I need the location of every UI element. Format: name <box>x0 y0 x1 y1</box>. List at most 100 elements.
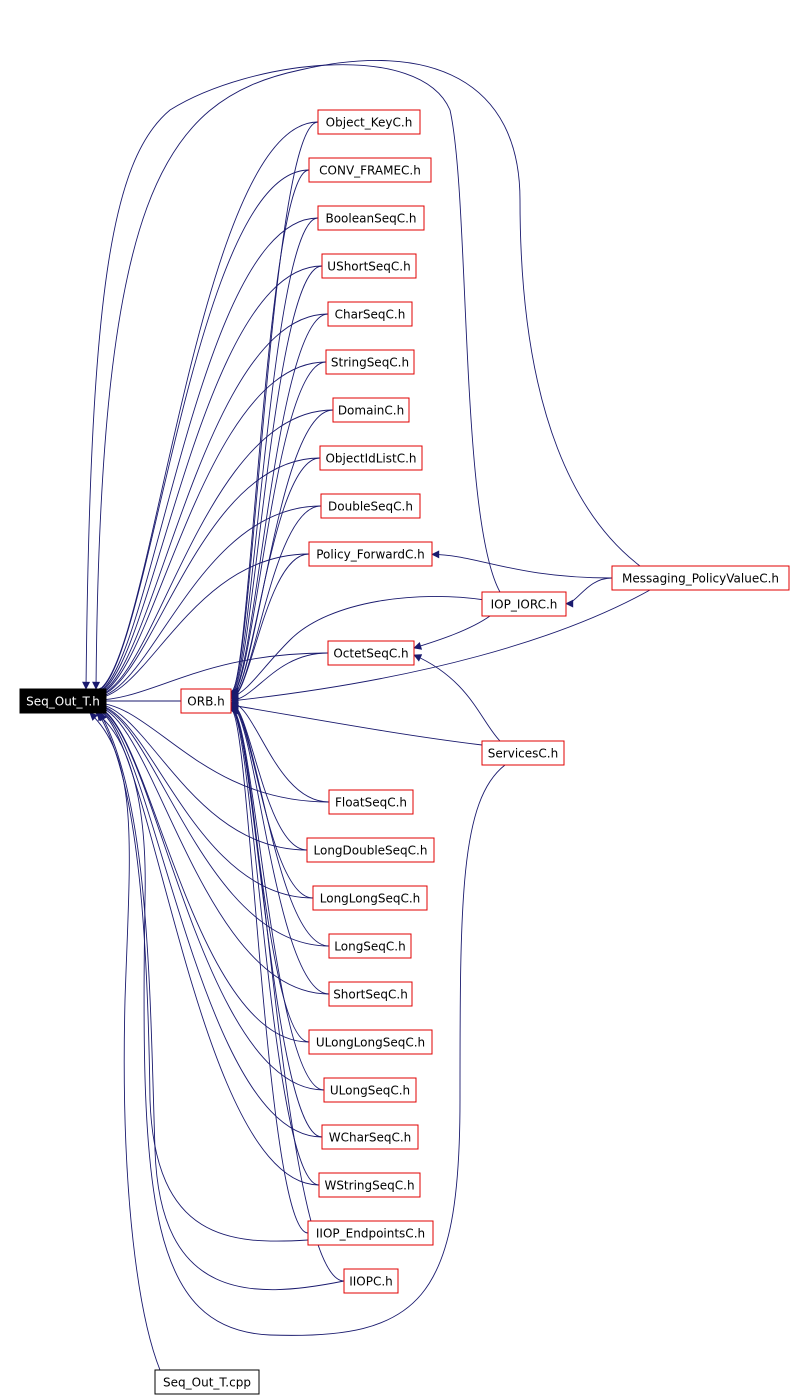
edge-messaging_policyvaluec_h-to-iop_iorc_h <box>565 577 613 608</box>
edge-wcharseqc_h-to-seq_out_t_h <box>93 704 323 1138</box>
node-box[interactable] <box>481 740 565 766</box>
edge-ulonglongseqc_h-to-seq_out_t_h <box>93 702 310 1043</box>
node-label: FloatSeqC.h <box>335 796 407 810</box>
edge-longlongseqc_h-to-seq_out_t_h <box>93 700 314 899</box>
node-servicesc-h[interactable]: ServicesC.h <box>481 740 565 766</box>
node-conv-framec-h[interactable]: CONV_FRAMEC.h <box>308 157 432 183</box>
node-shortseqc-h[interactable]: ShortSeqC.h <box>328 981 413 1007</box>
node-box[interactable] <box>325 349 415 375</box>
edge-iiop_endpointsc_h-to-orb_h <box>230 706 309 1234</box>
node-box[interactable] <box>327 640 415 666</box>
node-octetseqc-h[interactable]: OctetSeqC.h <box>327 640 415 666</box>
node-label: ShortSeqC.h <box>333 988 408 1002</box>
edge-longlongseqc_h-to-orb_h <box>230 700 314 899</box>
edge-stringseqc_h-to-seq_out_t_h <box>93 361 327 700</box>
edge-longdoubleseqc_h-to-seq_out_t_h <box>93 699 308 851</box>
node-stringseqc-h[interactable]: StringSeqC.h <box>325 349 415 375</box>
node-box[interactable] <box>154 1369 260 1395</box>
node-doubleseqc-h[interactable]: DoubleSeqC.h <box>320 493 421 519</box>
node-box[interactable] <box>319 445 423 471</box>
node-orb-h[interactable]: ORB.h <box>180 688 232 714</box>
node-box[interactable] <box>308 157 432 183</box>
node-longdoubleseqc-h[interactable]: LongDoubleSeqC.h <box>306 837 435 863</box>
node-ulonglongseqc-h[interactable]: ULongLongSeqC.h <box>308 1029 433 1055</box>
node-iiop-endpointsc-h[interactable]: IIOP_EndpointsC.h <box>307 1220 434 1246</box>
node-box[interactable] <box>332 397 410 423</box>
edge-longseqc_h-to-orb_h <box>230 701 330 947</box>
node-label: IOP_IORC.h <box>491 598 558 612</box>
edge-shortseqc_h-to-orb_h <box>230 701 330 995</box>
edge-floatseqc_h-to-seq_out_t_h <box>93 698 330 803</box>
node-longseqc-h[interactable]: LongSeqC.h <box>328 933 412 959</box>
node-longlongseqc-h[interactable]: LongLongSeqC.h <box>312 885 428 911</box>
node-label: IIOP_EndpointsC.h <box>316 1227 425 1241</box>
node-label: IIOPC.h <box>349 1275 393 1289</box>
node-label: LongLongSeqC.h <box>320 892 421 906</box>
edge-messaging_policyvaluec_h-to-orb_h <box>230 589 651 705</box>
node-label: ObjectIdListC.h <box>325 452 416 466</box>
node-box[interactable] <box>328 981 413 1007</box>
node-label: LongDoubleSeqC.h <box>314 844 428 858</box>
edge-domainc_h-to-seq_out_t_h <box>93 409 334 701</box>
edge-conv_framec_h-to-orb_h <box>230 169 310 696</box>
node-label: CharSeqC.h <box>335 308 406 322</box>
node-box[interactable] <box>318 1172 421 1198</box>
node-policy-forwardc-h[interactable]: Policy_ForwardC.h <box>308 541 433 567</box>
node-booleanseqc-h[interactable]: BooleanSeqC.h <box>317 205 425 231</box>
node-box[interactable] <box>308 1029 433 1055</box>
edge-servicesc_h-to-seq_out_t_h <box>95 712 506 1336</box>
edge-booleanseqc_h-to-orb_h <box>230 217 319 697</box>
node-label: LongSeqC.h <box>334 940 405 954</box>
node-ushortseqc-h[interactable]: UShortSeqC.h <box>321 253 417 279</box>
node-box[interactable] <box>308 541 433 567</box>
edge-octetseqc_h-to-seq_out_t_h <box>93 652 329 705</box>
node-ulongseqc-h[interactable]: ULongSeqC.h <box>323 1077 417 1103</box>
node-box[interactable] <box>317 205 425 231</box>
node-box[interactable] <box>321 253 417 279</box>
node-box[interactable] <box>320 493 421 519</box>
node-wstringseqc-h[interactable]: WStringSeqC.h <box>318 1172 421 1198</box>
node-messaging-policyvaluec-h[interactable]: Messaging_PolicyValueC.h <box>611 565 790 591</box>
node-domainc-h[interactable]: DomainC.h <box>332 397 410 423</box>
edge-object_keyc_h-to-seq_out_t_h <box>93 121 319 696</box>
node-label: UShortSeqC.h <box>327 260 410 274</box>
node-box[interactable] <box>19 688 107 714</box>
node-box[interactable] <box>306 837 435 863</box>
node-box[interactable] <box>327 301 413 327</box>
edge-object_keyc_h-to-orb_h <box>230 121 319 696</box>
node-seq-out-t-h[interactable]: Seq_Out_T.h <box>19 688 107 714</box>
node-seq-out-t-cpp[interactable]: Seq_Out_T.cpp <box>154 1369 260 1395</box>
node-floatseqc-h[interactable]: FloatSeqC.h <box>328 789 414 815</box>
node-box[interactable] <box>328 933 412 959</box>
edge-servicesc_h-to-orb_h <box>230 702 483 746</box>
node-label: DomainC.h <box>338 404 404 418</box>
node-box[interactable] <box>312 885 428 911</box>
node-box[interactable] <box>307 1220 434 1246</box>
node-box[interactable] <box>343 1268 399 1294</box>
edge-wstringseqc_h-to-seq_out_t_h <box>93 705 320 1186</box>
node-label: BooleanSeqC.h <box>325 212 416 226</box>
node-label: ServicesC.h <box>488 747 558 761</box>
node-iiopc-h[interactable]: IIOPC.h <box>343 1268 399 1294</box>
node-label: ULongSeqC.h <box>330 1084 410 1098</box>
node-box[interactable] <box>321 1124 419 1150</box>
edge-ushortseqc_h-to-seq_out_t_h <box>93 265 323 698</box>
edge-doubleseqc_h-to-orb_h <box>230 505 322 702</box>
node-box[interactable] <box>180 688 232 714</box>
node-charseqc-h[interactable]: CharSeqC.h <box>327 301 413 327</box>
node-box[interactable] <box>328 789 414 815</box>
node-label: Policy_ForwardC.h <box>316 548 425 562</box>
node-iop-iorc-h[interactable]: IOP_IORC.h <box>481 591 567 617</box>
node-box[interactable] <box>611 565 790 591</box>
node-box[interactable] <box>481 591 567 617</box>
node-box[interactable] <box>323 1077 417 1103</box>
edge-conv_framec_h-to-seq_out_t_h <box>93 169 310 697</box>
node-wcharseqc-h[interactable]: WCharSeqC.h <box>321 1124 419 1150</box>
node-object-keyc-h[interactable]: Object_KeyC.h <box>317 109 421 135</box>
node-box[interactable] <box>317 109 421 135</box>
node-objectidlistc-h[interactable]: ObjectIdListC.h <box>319 445 423 471</box>
edges-layer <box>82 60 651 1371</box>
edge-doubleseqc_h-to-seq_out_t_h <box>93 505 322 702</box>
edge-charseqc_h-to-orb_h <box>230 313 329 699</box>
node-label: CONV_FRAMEC.h <box>319 164 421 178</box>
